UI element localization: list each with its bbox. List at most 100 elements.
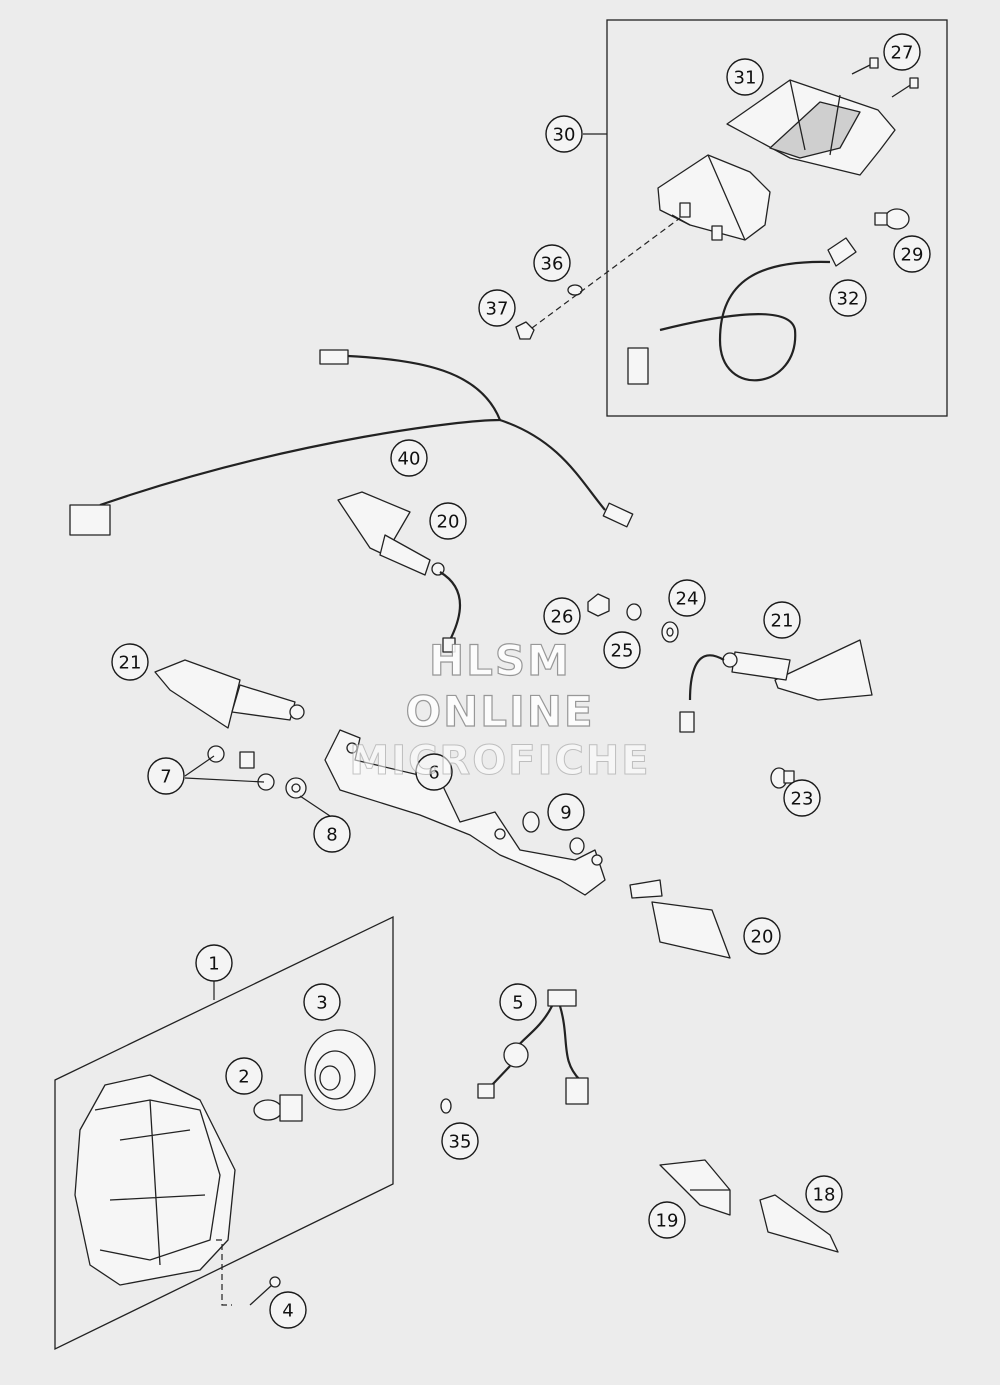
callout-circle (269, 1291, 307, 1329)
washer-36 (567, 284, 583, 296)
bulb-23 (770, 767, 795, 789)
callout-24: 24 (668, 579, 706, 617)
callout-label: 31 (734, 68, 757, 89)
callout-20a: 20 (429, 502, 467, 540)
callout-circle (147, 757, 185, 795)
callout-label: 29 (901, 245, 924, 266)
dust-cover-3 (304, 1029, 376, 1111)
callout-label: 27 (891, 43, 914, 64)
headlight-mount-line (216, 1239, 232, 1306)
callout-9: 9 (547, 793, 585, 831)
callout-label: 30 (553, 125, 576, 146)
callout-circle (883, 33, 921, 71)
callout-circle (441, 1122, 479, 1160)
tail-light-group-frame (583, 19, 948, 417)
callout-label: 5 (512, 993, 523, 1014)
callout-circle (783, 779, 821, 817)
callout-3: 3 (303, 983, 341, 1021)
callout-label: 1 (208, 954, 219, 975)
callout-21b: 21 (763, 601, 801, 639)
callout-21a: 21 (111, 643, 149, 681)
callout-label: 26 (551, 607, 574, 628)
watermark-line2: ONLINE (405, 686, 595, 736)
turn-signal-21-left (154, 659, 305, 729)
callout-circle (743, 917, 781, 955)
watermark-line3: MICROFICHE (349, 738, 651, 785)
bracket-6 (324, 729, 606, 896)
turn-signal-20-lower (629, 879, 731, 959)
callout-circle (195, 944, 233, 982)
callout-circle (543, 597, 581, 635)
callout-35: 35 (441, 1122, 479, 1160)
turn-signal-21-right (679, 639, 873, 733)
callout-26: 26 (543, 597, 581, 635)
callout-label: 4 (282, 1301, 293, 1322)
wiring-harness-40 (69, 349, 634, 536)
callout-label: 32 (837, 289, 860, 310)
callout-label: 36 (541, 254, 564, 275)
callout-5: 5 (499, 983, 537, 1021)
callout-circle (829, 279, 867, 317)
callout-29: 29 (893, 235, 931, 273)
nut-26 (587, 593, 610, 617)
callout-label: 37 (486, 299, 509, 320)
callout-label: 3 (316, 993, 327, 1014)
callout-circle (547, 793, 585, 831)
callout-label: 7 (160, 767, 171, 788)
screw-4 (249, 1276, 281, 1306)
callout-label: 35 (449, 1132, 472, 1153)
callout-8: 8 (313, 815, 351, 853)
callout-circle (545, 115, 583, 153)
callout-circle (805, 1175, 843, 1213)
screw-7 (207, 745, 275, 791)
callout-circle (499, 983, 537, 1021)
lens-19 (659, 1159, 731, 1216)
callout-circle (648, 1201, 686, 1239)
washer-25 (626, 603, 642, 621)
callouts-layer: 1234567891819202021212324252627293031323… (111, 33, 931, 1329)
watermark-line1: HLSM (428, 635, 571, 685)
callout-40: 40 (390, 439, 428, 477)
tail-light-lens (726, 79, 896, 176)
callout-label: 6 (428, 763, 439, 784)
headlight-housing (74, 1074, 236, 1286)
callout-circle (313, 815, 351, 853)
callout-label: 9 (560, 803, 571, 824)
socket-cable-32 (627, 237, 857, 385)
callout-circle (603, 631, 641, 669)
callout-circle (763, 601, 801, 639)
callout-circle (533, 244, 571, 282)
callout-label: 18 (813, 1185, 836, 1206)
callout-label: 25 (611, 641, 634, 662)
callout-7: 7 (147, 757, 185, 795)
lens-18 (759, 1194, 839, 1253)
callout-2: 2 (225, 1057, 263, 1095)
callout-25: 25 (603, 631, 641, 669)
socket-cable-5 (491, 989, 589, 1105)
callout-circle (893, 235, 931, 273)
callout-circle (668, 579, 706, 617)
callout-label: 20 (751, 927, 774, 948)
callout-18: 18 (805, 1175, 843, 1213)
tail-light-housing (657, 154, 771, 241)
callout-label: 24 (676, 589, 699, 610)
callout-19: 19 (648, 1201, 686, 1239)
assembly-line (531, 217, 681, 329)
bulb-29 (874, 208, 910, 230)
grommet-8 (285, 777, 307, 799)
screw-27 (851, 57, 919, 98)
callout-31: 31 (726, 58, 764, 96)
callout-30: 30 (545, 115, 583, 153)
callout-label: 8 (326, 825, 337, 846)
callout-label: 2 (238, 1067, 249, 1088)
washer-24 (661, 621, 679, 643)
nut-37 (515, 321, 535, 340)
callout-32: 32 (829, 279, 867, 317)
callout-circle (726, 58, 764, 96)
callout-circle (478, 289, 516, 327)
callout-circle (303, 983, 341, 1021)
callout-circle (415, 753, 453, 791)
callout-circle (429, 502, 467, 540)
